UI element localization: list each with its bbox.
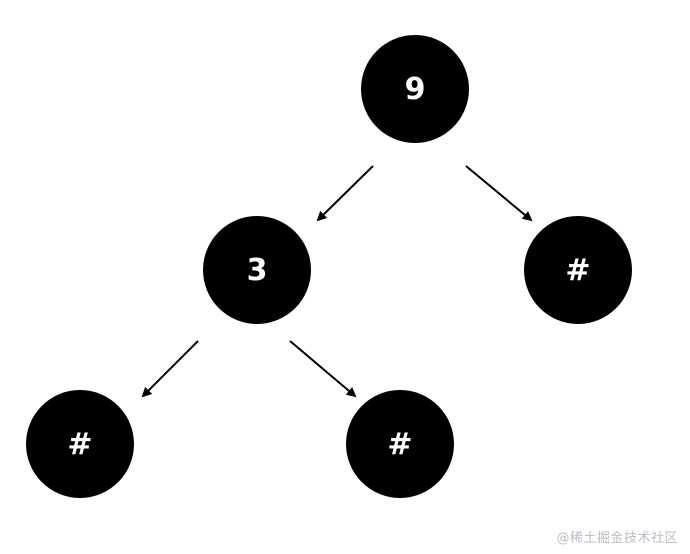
node-label-left-right: #	[387, 426, 413, 462]
tree-node-left: 3	[203, 216, 311, 324]
tree-node-root: 9	[361, 35, 469, 143]
tree-node-left-right-null: #	[346, 390, 454, 498]
node-label-right: #	[565, 252, 591, 288]
edge-root-to-left-arrow	[316, 165, 374, 222]
tree-node-left-left-null: #	[26, 390, 134, 498]
edge-left-to-left-right-arrow	[289, 340, 357, 398]
node-label-left: 3	[246, 252, 268, 288]
edge-left-to-left-left-arrow	[141, 340, 199, 398]
edge-root-to-right-arrow	[465, 165, 533, 222]
tree-node-right-null: #	[524, 216, 632, 324]
node-label-left-left: #	[67, 426, 93, 462]
watermark-text: @稀土掘金技术社区	[556, 531, 678, 546]
node-label-root: 9	[404, 71, 426, 107]
